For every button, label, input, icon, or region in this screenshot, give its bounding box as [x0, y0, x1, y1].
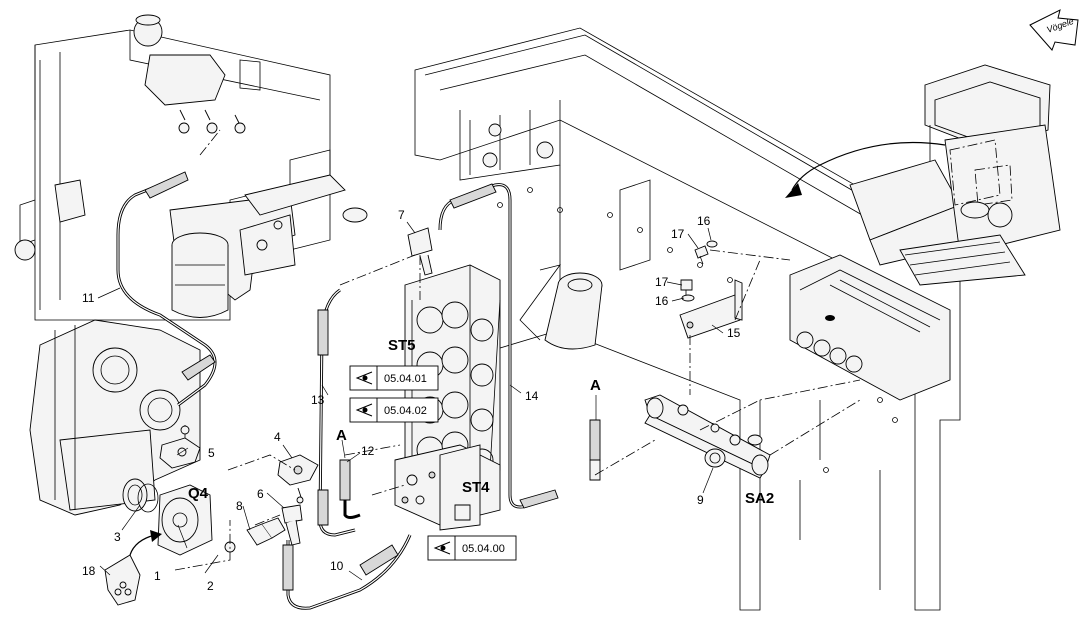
- reference-box-1: 05.04.01: [349, 365, 439, 391]
- washer-part-16a: [706, 240, 718, 248]
- callout-16a: 16: [697, 214, 711, 228]
- view-eye-icon: [355, 371, 373, 385]
- view-eye-icon: [433, 541, 451, 555]
- cap-fitting: [747, 434, 763, 446]
- callout-17a: 17: [671, 227, 685, 241]
- st4-valve-block: [394, 444, 501, 531]
- view-eye-icon: [355, 403, 373, 417]
- callout-8: 8: [236, 499, 243, 513]
- callout-1: 1: [154, 569, 161, 583]
- callout-15: 15: [727, 326, 741, 340]
- fitting-part-8: [246, 517, 286, 546]
- callout-5: 5: [208, 446, 215, 460]
- callout-12: 12: [361, 444, 375, 458]
- callout-17b: 17: [655, 275, 669, 289]
- hose-11: [116, 171, 217, 407]
- manifold-sa2: [644, 394, 771, 479]
- plug-part-9: [704, 448, 726, 468]
- mounting-bracket: [239, 174, 346, 276]
- callout-11: 11: [82, 291, 95, 305]
- callout-18: 18: [82, 564, 96, 578]
- bracket-part-15: [679, 279, 743, 339]
- hose-a-right: [589, 419, 601, 481]
- part-18-identification-tag: [104, 530, 162, 606]
- fitting-part-6: [281, 504, 303, 546]
- callout-4: 4: [274, 430, 281, 444]
- reservoir-cylinder: [519, 264, 603, 350]
- oil-filter: [169, 194, 368, 318]
- label-st4: ST4: [462, 479, 490, 496]
- label-a-right: A: [590, 377, 601, 394]
- elbow-fitting-7: [407, 227, 433, 276]
- label-st5: ST5: [388, 337, 416, 354]
- callout-16b: 16: [655, 294, 669, 308]
- hose-10: [282, 534, 412, 610]
- callout-2: 2: [207, 579, 214, 593]
- pump-q4: [137, 483, 236, 556]
- reference-text-3: 05.04.00: [462, 543, 505, 555]
- right-valve-bank: [789, 254, 951, 401]
- callout-numbers: 1 2 3 4 5 6 7 8 9 10 11 12 13 14 15 16 1…: [82, 208, 741, 593]
- reference-box-2: 05.04.02: [349, 397, 439, 423]
- hose-13: [317, 288, 356, 537]
- washer-part-16b: [681, 294, 695, 302]
- label-sa2: SA2: [745, 490, 774, 507]
- hose-14: [438, 183, 559, 509]
- transfer-gearbox: [29, 319, 201, 516]
- callout-13: 13: [311, 393, 325, 407]
- bolt-part-17a: [694, 245, 709, 265]
- callout-3: 3: [114, 530, 121, 544]
- callout-9: 9: [697, 493, 704, 507]
- hydraulic-tank-frame: [14, 14, 331, 321]
- callout-14: 14: [525, 389, 539, 403]
- component-labels: Q4 ST4 ST5 SA2 A A: [188, 337, 774, 507]
- assembly-centerlines: [174, 129, 861, 571]
- hose-12: [339, 459, 361, 519]
- callout-leader-lines: [97, 221, 724, 581]
- label-a-left: A: [336, 427, 347, 444]
- callout-7: 7: [398, 208, 405, 222]
- callout-6: 6: [257, 487, 264, 501]
- st5-valve-block: [404, 264, 501, 491]
- callout-10: 10: [330, 559, 344, 573]
- flange-part-4: [277, 454, 319, 504]
- label-q4: Q4: [188, 485, 209, 502]
- brand-direction-arrow: Vögele: [1029, 9, 1079, 51]
- reference-box-3: 05.04.00: [427, 535, 517, 561]
- reference-text-1: 05.04.01: [384, 373, 427, 385]
- reference-text-2: 05.04.02: [384, 405, 427, 417]
- paver-overview-illustration: [785, 64, 1061, 286]
